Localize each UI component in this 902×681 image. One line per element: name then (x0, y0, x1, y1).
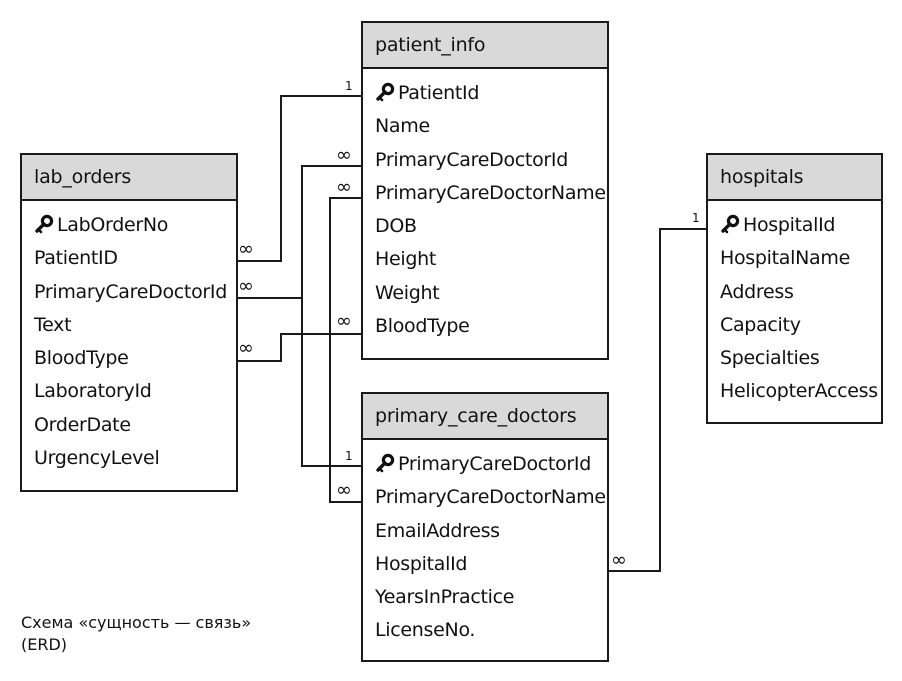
relation-patient-doctor-id (301, 165, 362, 298)
field: PrimaryCareDoctorName (375, 481, 607, 514)
card-many-patient-doctor-name: ∞ (336, 176, 352, 198)
field: Capacity (720, 309, 881, 342)
field-label: UrgencyLevel (34, 447, 160, 470)
field: PrimaryCareDoctorId (375, 144, 607, 177)
field-label: PrimaryCareDoctorId (398, 453, 591, 475)
card-many-lab-doctor: ∞ (238, 275, 254, 297)
field-label: PrimaryCareDoctorName (375, 181, 606, 204)
field-label: HospitalId (375, 552, 468, 575)
card-many-lab-patient: ∞ (238, 238, 254, 260)
field-label: BloodType (375, 315, 470, 338)
key-icon (375, 80, 395, 102)
field-label: YearsInPractice (375, 586, 515, 609)
entity-title: lab_orders (22, 155, 236, 201)
field-label: PatientID (34, 247, 118, 270)
entity-title: primary_care_doctors (363, 394, 607, 440)
field: Specialties (720, 342, 881, 375)
field-label: DOB (375, 215, 417, 238)
field-label: Specialties (720, 347, 820, 370)
field: Weight (375, 277, 607, 310)
field: HospitalName (720, 242, 881, 275)
entity-title: hospitals (708, 155, 881, 201)
relation-lab-orders-bloodtype (237, 333, 362, 362)
diagram-caption: Схема «сущность — связь» (ERD) (21, 612, 321, 656)
field-label: EmailAddress (375, 519, 500, 542)
card-one-doctor: 1 (345, 449, 353, 463)
relation-patient-doctor-name (329, 197, 362, 503)
primary-key-field: LabOrderNo (34, 209, 236, 242)
card-many-doctor-name: ∞ (336, 479, 352, 501)
field: Text (34, 309, 236, 342)
key-icon (720, 212, 740, 234)
field-label: LabOrderNo (57, 214, 169, 236)
primary-key-field: PrimaryCareDoctorId (375, 448, 607, 481)
field-label: PatientId (398, 82, 480, 104)
field-label: HospitalId (743, 214, 836, 236)
card-many-patient-bloodtype: ∞ (336, 310, 352, 332)
card-many-lab-bloodtype: ∞ (238, 337, 254, 359)
field-label: Address (720, 280, 794, 303)
key-icon (34, 212, 54, 234)
field: PrimaryCareDoctorName (375, 177, 607, 210)
field: Height (375, 243, 607, 276)
field-label: PrimaryCareDoctorId (34, 280, 227, 303)
key-icon (375, 451, 395, 473)
field-label: Name (375, 115, 430, 138)
caption-line-2: (ERD) (21, 635, 68, 654)
field-label: Text (34, 313, 72, 336)
caption-line-1: Схема «сущность — связь» (21, 613, 252, 632)
card-one-patient: 1 (345, 79, 353, 93)
field-label: LicenseNo. (375, 619, 476, 642)
field-label: Capacity (720, 313, 801, 336)
field-label: BloodType (34, 347, 129, 370)
relation-lab-orders-patient (237, 95, 362, 262)
field-label: Height (375, 248, 437, 271)
field: Address (720, 276, 881, 309)
field-label: PrimaryCareDoctorName (375, 486, 606, 509)
card-many-doctor-hospital: ∞ (611, 549, 627, 571)
field: YearsInPractice (375, 581, 607, 614)
card-one-hospital: 1 (692, 211, 700, 225)
primary-key-field: PatientId (375, 77, 607, 110)
relation-lab-orders-doctor (237, 297, 362, 467)
field: DOB (375, 210, 607, 243)
field: UrgencyLevel (34, 442, 236, 475)
card-many-patient-doctor-id: ∞ (336, 144, 352, 166)
field-label: OrderDate (34, 413, 131, 436)
field: BloodType (375, 310, 607, 343)
entity-title: patient_info (363, 23, 607, 69)
entity-primary-care-doctors: primary_care_doctors PrimaryCareDoctorId… (361, 392, 609, 662)
field-label: PrimaryCareDoctorId (375, 148, 568, 171)
field-label: Weight (375, 281, 440, 304)
field: Name (375, 110, 607, 143)
field-label: LaboratoryId (34, 380, 152, 403)
field: BloodType (34, 342, 236, 375)
field-label: HelicopterAccess (720, 380, 878, 403)
field: HelicopterAccess (720, 375, 881, 408)
relation-doctor-hospital (608, 228, 707, 572)
field: OrderDate (34, 409, 236, 442)
field: LicenseNo. (375, 614, 607, 647)
field-label: HospitalName (720, 247, 850, 270)
field: EmailAddress (375, 515, 607, 548)
primary-key-field: HospitalId (720, 209, 881, 242)
field: LaboratoryId (34, 375, 236, 408)
field: HospitalId (375, 548, 607, 581)
field: PrimaryCareDoctorId (34, 276, 236, 309)
field: PatientID (34, 242, 236, 275)
